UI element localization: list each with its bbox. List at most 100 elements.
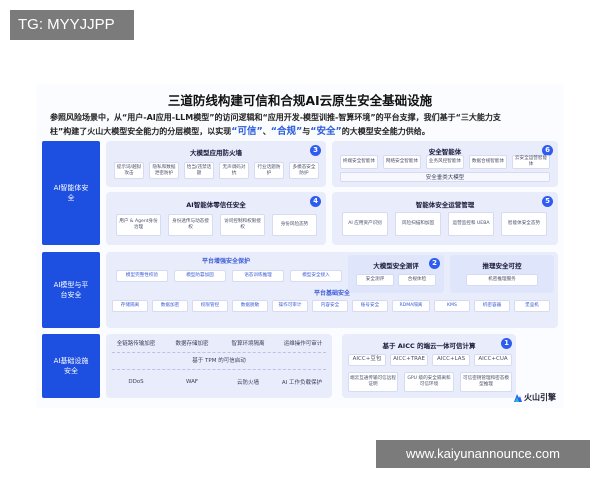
chip: 多模态安全防护 bbox=[289, 162, 319, 179]
chip: 数据加密 bbox=[152, 300, 188, 312]
panel-model-evaluation: 大模型安全测评 2 安全测评 合规体检 bbox=[348, 255, 444, 293]
infra-item: 云防火墙 bbox=[236, 380, 259, 386]
divider bbox=[112, 352, 326, 353]
logo-mark-icon bbox=[514, 392, 522, 402]
chip: 操作可审计 bbox=[272, 300, 308, 312]
chip: 模型防篡加固 bbox=[174, 270, 226, 282]
chip: 可信密钥管理和密态模型推理 bbox=[460, 372, 512, 392]
chip: 合规体检 bbox=[398, 274, 436, 286]
panel-platform-security: 平台增强安全保护 模型完整性校验 模型防篡加固 语态训练推理 模型安全接入 平台… bbox=[106, 252, 558, 328]
infra-item: 全链路传输加密 bbox=[116, 341, 156, 347]
chip: 用户 & Agent身份治理 bbox=[116, 214, 161, 236]
chip: 权限管控 bbox=[192, 300, 228, 312]
chip: 账号安全 bbox=[352, 300, 388, 312]
layer-label: AI模型与平台安全 bbox=[53, 281, 89, 299]
panel-number: 3 bbox=[310, 145, 321, 156]
chip: 智能体安全态势 bbox=[501, 212, 547, 236]
chip: 提示词/越狱攻击 bbox=[114, 162, 144, 179]
intro-paragraph: 参照风险场景中，从“用户-AI应用-LLM模型”的访问逻辑和“应用开发-模型训推… bbox=[50, 111, 552, 139]
highlight-secure: “安全” bbox=[310, 126, 342, 137]
tpm-trusted-boot: 基于 TPM 的可信启动 bbox=[192, 358, 246, 364]
chip: 安全测评 bbox=[356, 274, 394, 286]
chip: 恰当/违禁话题 bbox=[184, 162, 214, 179]
chip: 行业话题防护 bbox=[254, 162, 284, 179]
chip: 运营监控和 UEBA bbox=[448, 212, 494, 236]
divider bbox=[112, 369, 326, 370]
panel-llm-firewall: 大模型应用防火墙 3 提示词/越狱攻击 隐私和数据泄密防护 恰当/违禁话题 无声… bbox=[106, 141, 326, 187]
panel-number: 2 bbox=[429, 258, 440, 269]
intro-sep: 与 bbox=[302, 127, 311, 136]
highlight-compliant: “合规” bbox=[270, 126, 303, 137]
panel-inference-control: 推理安全可控 机密推理服务 bbox=[450, 255, 554, 293]
infra-item: 运维操作可审计 bbox=[283, 341, 323, 347]
panel-aicc: 基于 AICC 的端云一体可信计算 1 AICC+豆包 AICC+TRAE AI… bbox=[342, 334, 516, 398]
chip: AI 应用资产识别 bbox=[342, 212, 388, 236]
chip: KMS bbox=[434, 300, 470, 312]
layer-label: AI智能体安全 bbox=[53, 184, 89, 202]
panel-number: 1 bbox=[501, 338, 512, 349]
chip: 数据合规智能体 bbox=[469, 155, 507, 169]
chip: 隐私和数据泄密防护 bbox=[149, 162, 179, 179]
panel-title: AI智能体零信任安全 bbox=[186, 201, 246, 209]
highlight-trusted: “可信” bbox=[231, 126, 263, 137]
intro-line-2: 柱”构建了火山大模型安全能力的分层模型，以实现“可信”、“合规”与“安全”的大模… bbox=[50, 125, 552, 139]
infra-item: DDoS bbox=[128, 379, 144, 385]
chip: 数据脱敏 bbox=[232, 300, 268, 312]
intro-sep: 、 bbox=[262, 127, 271, 136]
panel-title: 安全智能体 bbox=[428, 148, 462, 156]
infra-item: WAF bbox=[185, 379, 199, 385]
panel-number: 5 bbox=[542, 196, 553, 207]
chip: RDMA隔离 bbox=[392, 300, 430, 312]
chip: 语态训练推理 bbox=[232, 270, 284, 282]
infra-item: 数据存储加密 bbox=[175, 341, 209, 347]
infra-item: AI 工作负载保护 bbox=[281, 380, 323, 386]
layer-label: AI基础设施安全 bbox=[53, 357, 89, 375]
chip: 身份风险态势 bbox=[272, 214, 317, 236]
chip: 业务风控智能体 bbox=[426, 155, 464, 169]
infra-item: 智算环境隔离 bbox=[231, 341, 265, 347]
panel-title: 基于 AICC 的端云一体可信计算 bbox=[382, 342, 476, 350]
chip: GPU 级的安全隔离和可信环境 bbox=[404, 372, 454, 392]
panel-agent-ops: 智能体安全运营管理 5 AI 应用资产识别 风险扫描和加固 运营监控和 UEBA… bbox=[332, 192, 558, 245]
chip: 无声调码对抗 bbox=[219, 162, 249, 179]
panel-number: 4 bbox=[310, 196, 321, 207]
layer-model-platform-security: AI模型与平台安全 bbox=[42, 252, 100, 328]
chip: 堡垒机 bbox=[514, 300, 550, 312]
chip: 存储隔离 bbox=[112, 300, 148, 312]
chip: 风险扫描和加固 bbox=[395, 212, 441, 236]
volcengine-logo: 火山引擎 bbox=[514, 390, 564, 404]
panel-title: 智能体安全运营管理 bbox=[415, 201, 475, 209]
chip: 访问控制和权限授权 bbox=[220, 214, 265, 236]
platform-base-title: 平台基础安全 bbox=[313, 290, 350, 297]
chip: 内容安全 bbox=[312, 300, 348, 312]
watermark-top: TG: MYYJJPP bbox=[10, 10, 134, 40]
logo-text: 火山引擎 bbox=[524, 392, 556, 402]
intro-text: 的大模型安全能力供给。 bbox=[341, 127, 430, 136]
chip: AICC+TRAE bbox=[390, 354, 428, 366]
chip: AICC+CUA bbox=[474, 354, 512, 366]
chip: 机密容器 bbox=[474, 300, 510, 312]
chip: 网络安全智能体 bbox=[383, 155, 421, 169]
chip: 机密推理服务 bbox=[466, 274, 538, 286]
layer-agent-security: AI智能体安全 bbox=[42, 141, 100, 245]
panel-infra-base: 全链路传输加密 数据存储加密 智算环境隔离 运维操作可审计 基于 TPM 的可信… bbox=[106, 334, 332, 398]
chip: 模型完整性校验 bbox=[116, 270, 168, 282]
chip: AICC+LAS bbox=[432, 354, 470, 366]
watermark-bottom: www.kaiyunannounce.com bbox=[376, 440, 590, 468]
intro-text: 柱”构建了火山大模型安全能力的分层模型，以实现 bbox=[50, 127, 232, 136]
panel-number: 6 bbox=[542, 145, 553, 156]
chip: 云安全运营智能体 bbox=[512, 155, 550, 169]
intro-line-1: 参照风险场景中，从“用户-AI应用-LLM模型”的访问逻辑和“应用开发-模型训推… bbox=[50, 113, 501, 122]
slide: 三道防线构建可信和合规AI云原生安全基础设施 参照风险场景中，从“用户-AI应用… bbox=[36, 84, 564, 408]
panel-zero-trust: AI智能体零信任安全 4 用户 & Agent身份治理 身份透传与动态授权 访问… bbox=[106, 192, 326, 245]
panel-title: 大模型应用防火墙 bbox=[190, 149, 242, 157]
security-llm-bar: 安全垂类大模型 bbox=[340, 172, 550, 182]
chip: 模型安全接入 bbox=[290, 270, 342, 282]
panel-title: 大模型安全测评 bbox=[373, 262, 419, 270]
chip: 端云互通传输可信远程证明 bbox=[348, 372, 398, 392]
chip: 终端安全智能体 bbox=[340, 155, 378, 169]
panel-title: 推理安全可控 bbox=[482, 262, 522, 270]
page-title: 三道防线构建可信和合规AI云原生安全基础设施 bbox=[167, 93, 433, 108]
chip: AICC+豆包 bbox=[348, 354, 386, 366]
chip: 身份透传与动态授权 bbox=[168, 214, 213, 236]
